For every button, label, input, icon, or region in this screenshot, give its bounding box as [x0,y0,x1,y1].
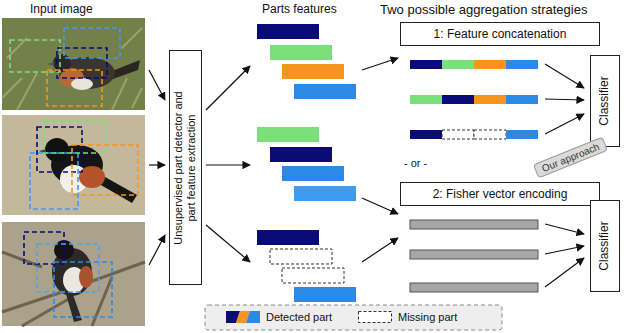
node-text: Unsupervised part detector and part feat… [172,90,197,245]
legend-swatch [246,311,260,323]
feature-bar [282,64,344,79]
bird-photo [54,262,112,317]
feature-bar [270,147,332,162]
node-text: 1: Feature concatenation [434,27,567,41]
fisher-vector [410,250,538,259]
legend-swatch [226,311,260,323]
concatenated-vector [410,95,442,104]
strategy-box: 1: Feature concatenation [400,22,600,46]
arrow [206,66,250,110]
strategy-box: 2: Fisher vector encoding [400,182,600,206]
approach-tag: Our approach [532,136,607,178]
fisher-vector [410,220,538,292]
concatenated-vector [442,95,474,104]
bird-photo [72,145,138,195]
node-text: 2: Fisher vector encoding [433,187,568,201]
arrow [545,258,584,287]
legend-text: Missing part [398,311,457,323]
legend-entry: Missing part [358,311,457,323]
bird-photo [37,127,82,172]
concatenated-vector [474,60,506,69]
arrow [545,64,584,287]
fisher-vector [410,220,538,229]
feature-bar [270,249,332,264]
classifier-box: Classifier [590,200,620,292]
node-text: Classifier [598,221,612,270]
arrow [362,58,398,70]
text-label: Input image [30,2,93,16]
arrow [149,70,165,265]
bird-photo [24,232,64,264]
bird-photo [57,48,107,78]
feature-bar [257,127,319,142]
feature-bar [257,24,319,39]
legend-swatch [358,311,392,323]
bird-photo [45,138,69,162]
bird-photo [2,222,145,326]
feature-bar [257,230,319,245]
process-box: Unsupervised part detector and part feat… [169,50,202,285]
arrow [362,238,398,262]
text-label: - or - [404,157,427,169]
text-label: Two possible aggregation strategies [380,2,587,17]
feature-bar [294,287,356,302]
bird-photo [37,244,99,292]
arrow [362,58,398,262]
arrow [545,64,584,88]
concatenated-vector [474,130,506,139]
text-label: Parts features [262,2,337,16]
concatenated-vector [506,95,538,104]
concatenated-vector [442,130,474,139]
bird-photo [10,40,60,72]
feature-bar [270,45,332,60]
legend-frame [205,305,502,330]
bird-photo [2,28,142,110]
legend-entry: Detected part [226,311,332,323]
concatenated-vector [410,60,538,139]
bird-photo [47,62,54,66]
arrow [149,164,165,165]
bird-photo [47,70,102,106]
arrow [206,66,250,262]
concatenated-vector [442,60,474,69]
bird-photo [71,78,93,90]
arrow [149,70,165,100]
arrow [362,198,398,214]
concatenated-vector [474,95,506,104]
concatenated-vector [506,130,538,139]
bird-photo [44,121,106,153]
bird-photo [2,115,145,215]
node-text: Classifier [598,76,612,125]
feature-bar [294,186,356,201]
arrow [206,164,250,165]
feature-bar [282,268,344,283]
concatenated-vector [506,60,538,69]
arrow [545,114,584,134]
arrow [206,225,250,262]
bird-photo [64,28,120,58]
legend-text: Detected part [266,311,332,323]
bird-photo [79,166,105,188]
feature-bar [257,24,356,302]
arrow [545,246,584,254]
arrow [545,99,584,100]
feature-bar [282,166,344,181]
bird-photo [2,115,145,215]
fisher-vector [410,283,538,292]
feature-bar [294,84,356,99]
bird-photo [2,222,145,326]
bird-photo [2,18,145,110]
bird-photo [79,266,93,288]
node-text: Our approach [540,140,601,173]
classifier-box: Classifier [590,55,620,147]
concatenated-vector [410,60,442,69]
legend-swatch [359,312,392,323]
bird-photo [30,153,78,209]
arrow [545,224,584,234]
arrow [149,235,165,265]
concatenated-vector [410,130,442,139]
bird-photo [2,18,145,110]
